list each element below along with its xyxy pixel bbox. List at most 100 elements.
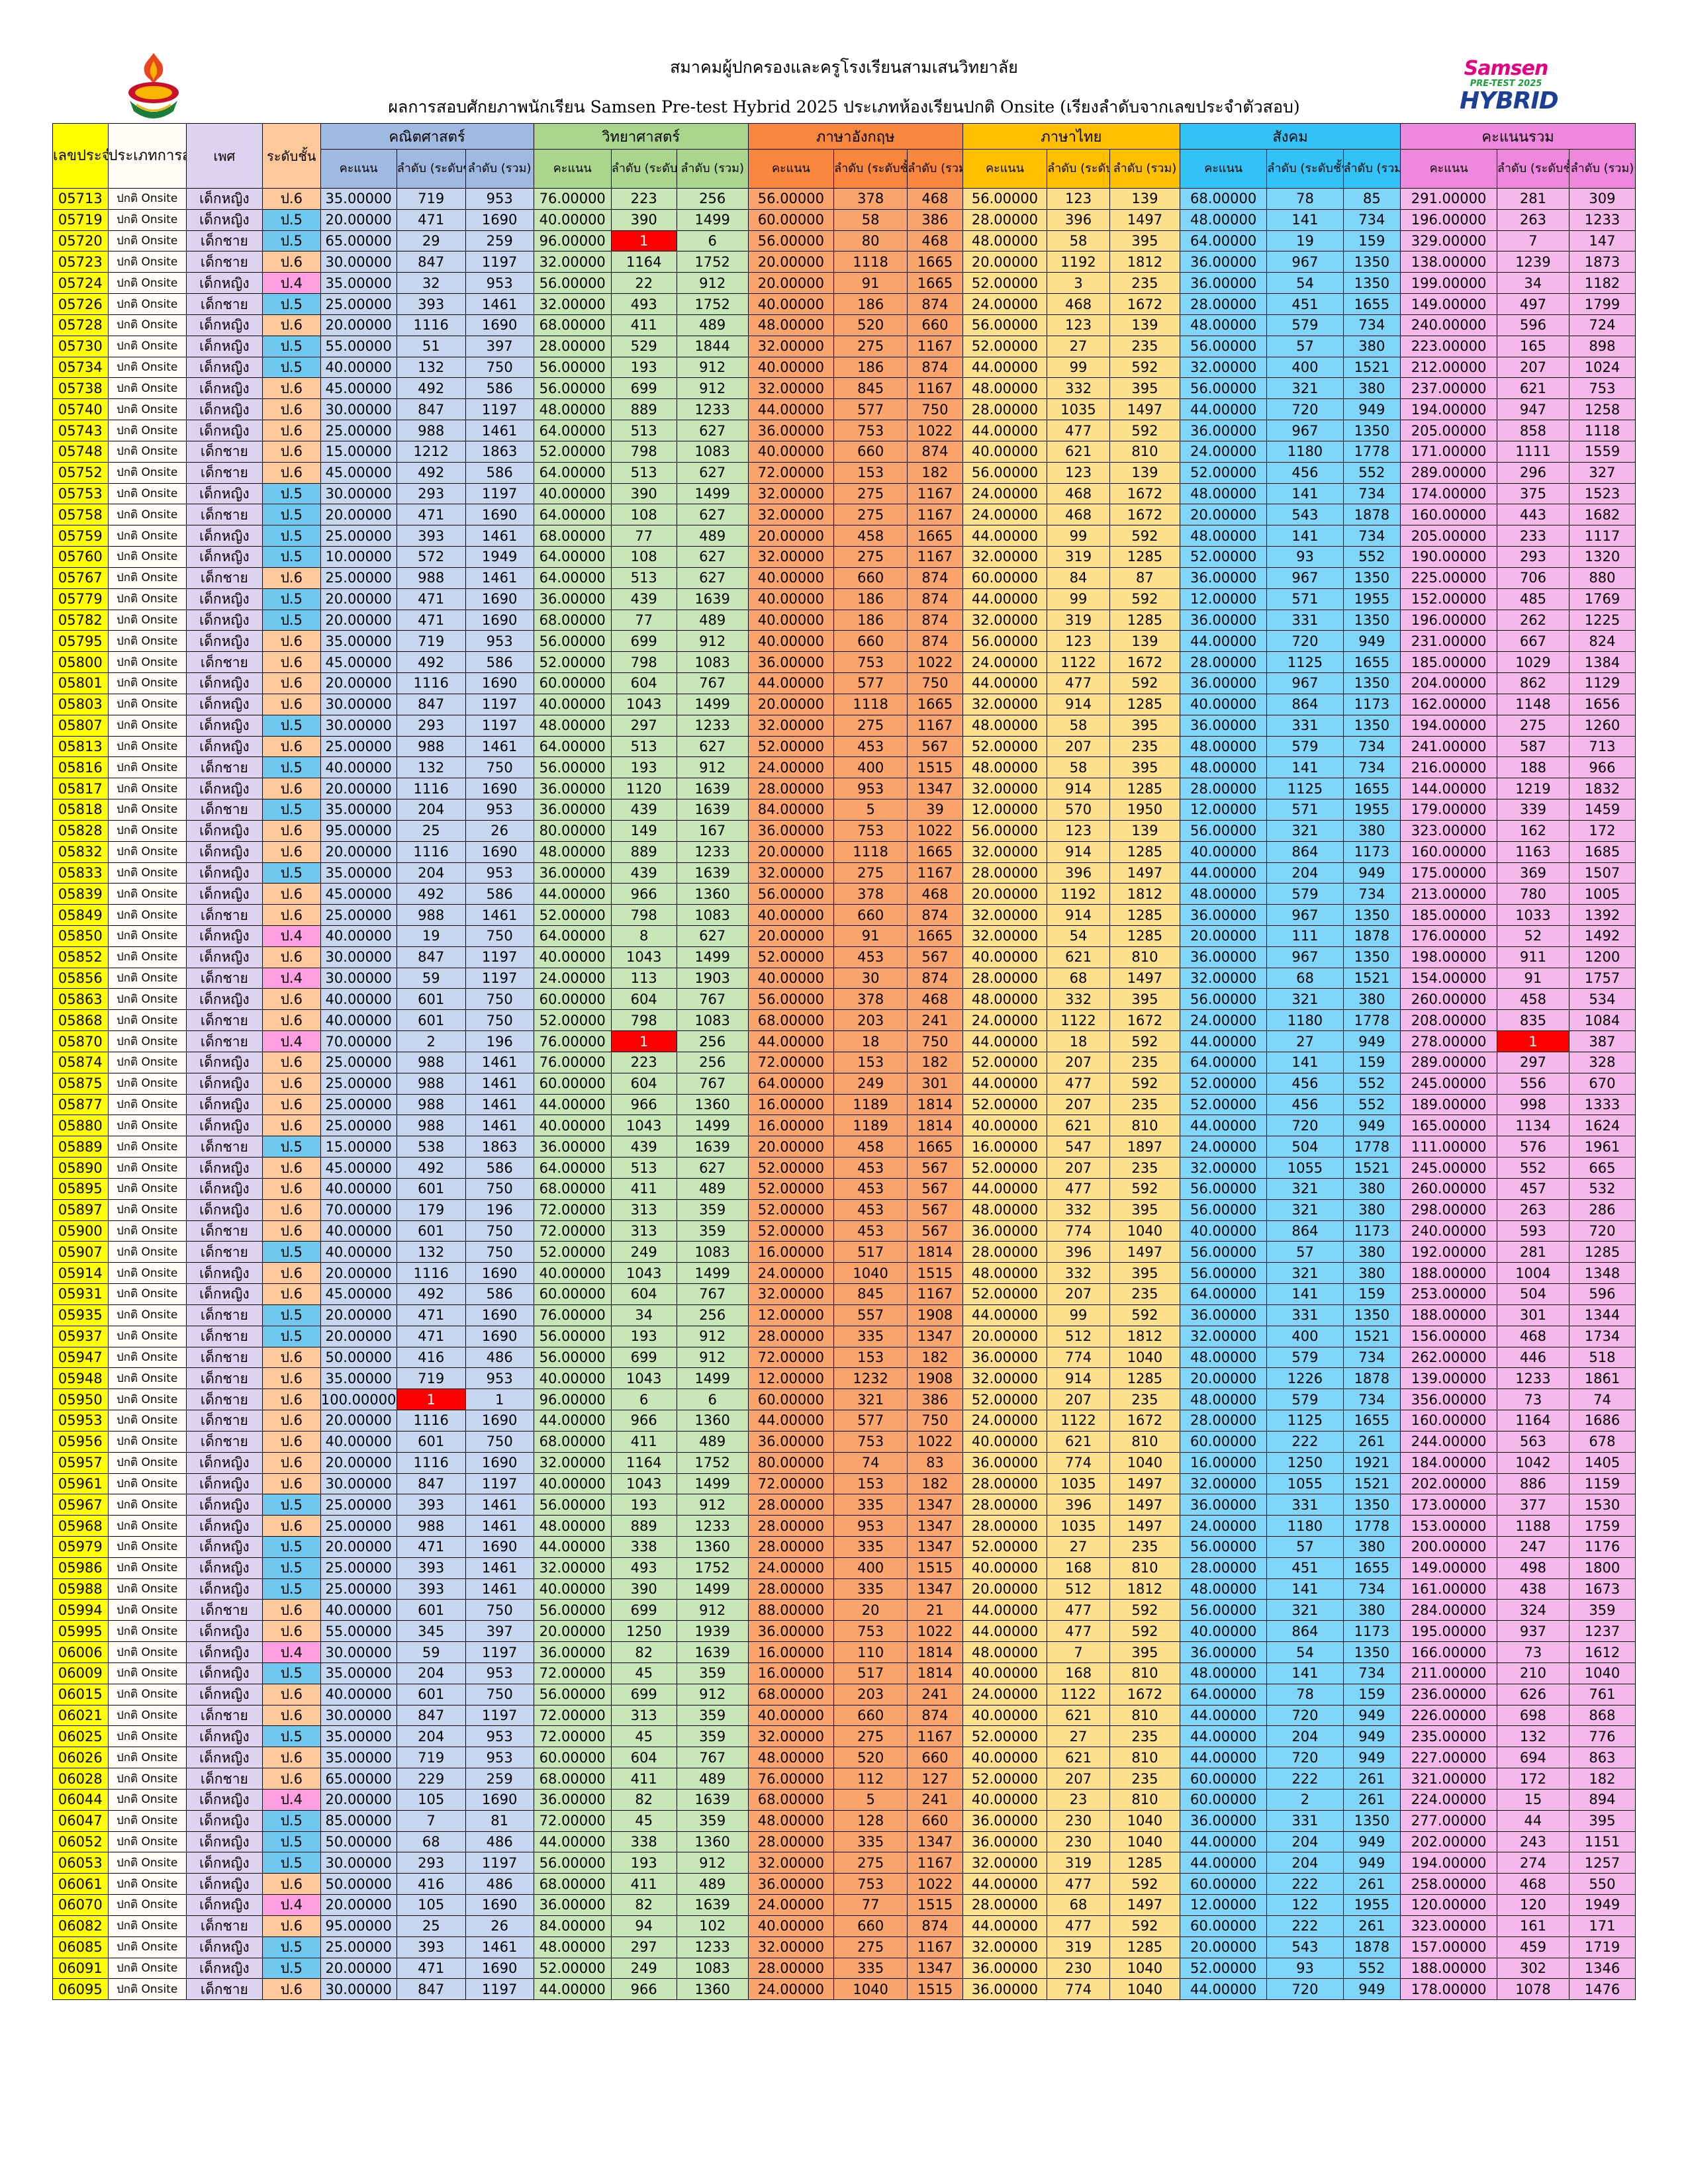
science-score-cell: 76.00000 <box>533 1051 612 1073</box>
thai-score-cell: 16.00000 <box>962 1136 1048 1158</box>
sex-cell: เด็กหญิง <box>185 735 263 758</box>
thai-rank-level-cell: 123 <box>1047 819 1110 842</box>
thai-score-cell: 52.00000 <box>962 1388 1048 1411</box>
sex-cell: เด็กชาย <box>185 293 263 315</box>
thai-rank-total-cell: 1285 <box>1109 693 1180 715</box>
english-rank-level-cell: 753 <box>833 819 908 842</box>
exam-type-cell: ปกติ Onsite <box>107 1051 187 1073</box>
total-rank-level-cell: 998 <box>1496 1093 1570 1116</box>
level-cell: ป.5 <box>261 1136 321 1158</box>
exam-type-cell: ปกติ Onsite <box>107 1367 187 1390</box>
social-rank-total-cell: 1878 <box>1342 504 1401 526</box>
total-score-cell: 152.00000 <box>1400 588 1497 610</box>
exam-type-cell: ปกติ Onsite <box>107 988 187 1011</box>
math-rank-total-cell: 953 <box>465 188 534 210</box>
social-score-cell: 36.00000 <box>1179 420 1268 441</box>
english-rank-level-cell: 335 <box>833 1957 908 1979</box>
math-score-cell: 40.00000 <box>320 356 397 379</box>
level-cell: ป.5 <box>261 230 321 252</box>
science-rank-level-cell: 297 <box>610 714 677 737</box>
thai-score-cell: 20.00000 <box>962 1578 1048 1600</box>
social-score-cell: 52.00000 <box>1179 546 1268 568</box>
english-rank-total-cell: 750 <box>907 1030 963 1052</box>
total-rank-total-cell: 1258 <box>1568 398 1636 421</box>
exam-id-cell: 05852 <box>52 946 109 968</box>
math-score-cell: 25.00000 <box>320 567 397 589</box>
english-rank-level-cell: 275 <box>833 1725 908 1748</box>
thai-rank-total-cell: 1040 <box>1109 1831 1180 1853</box>
science-rank-level-cell: 966 <box>610 883 677 905</box>
math-rank-total-cell: 750 <box>465 925 534 947</box>
science-rank-total-cell: 1639 <box>676 862 749 884</box>
science-score-cell: 72.00000 <box>533 1725 612 1748</box>
thai-rank-level-cell: 396 <box>1047 1494 1110 1516</box>
level-cell: ป.6 <box>261 1704 321 1727</box>
thai-rank-total-cell: 139 <box>1109 630 1180 653</box>
english-rank-total-cell: 1347 <box>907 1536 963 1558</box>
thai-score-cell: 28.00000 <box>962 862 1048 884</box>
thai-rank-level-cell: 570 <box>1047 799 1110 821</box>
total-score-cell: 291.00000 <box>1400 188 1497 210</box>
english-rank-level-cell: 275 <box>833 862 908 884</box>
science-rank-total-cell: 767 <box>676 1747 749 1769</box>
math-rank-level-cell: 471 <box>396 588 466 610</box>
level-cell: ป.4 <box>261 1030 321 1052</box>
social-rank-total-cell: 1350 <box>1342 672 1401 694</box>
thai-rank-level-cell: 774 <box>1047 1451 1110 1474</box>
social-rank-total-cell: 734 <box>1342 525 1401 547</box>
science-rank-level-cell: 411 <box>610 1430 677 1453</box>
thai-score-cell: 28.00000 <box>962 1494 1048 1516</box>
english-score-cell: 64.00000 <box>747 1072 835 1095</box>
sex-cell: เด็กชาย <box>185 799 263 821</box>
exam-type-cell: ปกติ Onsite <box>107 1262 187 1285</box>
total-rank-total-cell: 898 <box>1568 335 1636 357</box>
thai-score-cell: 40.00000 <box>962 1788 1048 1811</box>
science-rank-level-cell: 338 <box>610 1831 677 1853</box>
exam-type-cell: ปกติ Onsite <box>107 1641 187 1663</box>
thai-rank-total-cell: 592 <box>1109 1915 1180 1937</box>
total-rank-total-cell: 1523 <box>1568 482 1636 505</box>
exam-type-cell: ปกติ Onsite <box>107 293 187 315</box>
social-rank-total-cell: 380 <box>1342 1177 1401 1200</box>
science-score-cell: 64.00000 <box>533 735 612 758</box>
total-score-cell: 185.00000 <box>1400 904 1497 926</box>
social-score-cell: 44.00000 <box>1179 1704 1268 1727</box>
science-score-cell: 56.00000 <box>533 377 612 400</box>
total-rank-level-cell: 780 <box>1496 883 1570 905</box>
thai-rank-level-cell: 332 <box>1047 988 1110 1011</box>
total-rank-level-cell: 233 <box>1496 525 1570 547</box>
exam-type-cell: ปกติ Onsite <box>107 1451 187 1474</box>
science-score-cell: 68.00000 <box>533 1177 612 1200</box>
logo-line-1: Samsen <box>1464 57 1549 80</box>
english-rank-total-cell: 1167 <box>907 1725 963 1748</box>
science-score-cell: 24.00000 <box>533 967 612 989</box>
thai-score-cell: 36.00000 <box>962 1957 1048 1979</box>
english-rank-total-cell: 1167 <box>907 1936 963 1958</box>
english-rank-level-cell: 753 <box>833 420 908 441</box>
science-score-cell: 56.00000 <box>533 756 612 779</box>
sex-cell: เด็กหญิง <box>185 1831 263 1853</box>
math-rank-total-cell: 1461 <box>465 1072 534 1095</box>
thai-rank-level-cell: 396 <box>1047 208 1110 231</box>
social-rank-level-cell: 864 <box>1266 1620 1344 1643</box>
total-score-cell: 289.00000 <box>1400 461 1497 484</box>
social-rank-level-cell: 1180 <box>1266 1009 1344 1032</box>
total-score-cell: 120.00000 <box>1400 1894 1497 1916</box>
social-rank-level-cell: 864 <box>1266 841 1344 863</box>
thai-rank-total-cell: 592 <box>1109 588 1180 610</box>
exam-id-cell: 05870 <box>52 1030 109 1052</box>
exam-type-cell: ปกติ Onsite <box>107 1852 187 1874</box>
level-cell: ป.5 <box>261 1325 321 1347</box>
thai-rank-total-cell: 1497 <box>1109 1515 1180 1537</box>
exam-id-cell: 05795 <box>52 630 109 653</box>
thai-score-cell: 48.00000 <box>962 756 1048 779</box>
sex-cell: เด็กชาย <box>185 1136 263 1158</box>
social-rank-total-cell: 380 <box>1342 988 1401 1011</box>
math-score-cell: 40.00000 <box>320 1220 397 1242</box>
total-rank-total-cell: 824 <box>1568 630 1636 653</box>
level-cell: ป.5 <box>261 504 321 526</box>
